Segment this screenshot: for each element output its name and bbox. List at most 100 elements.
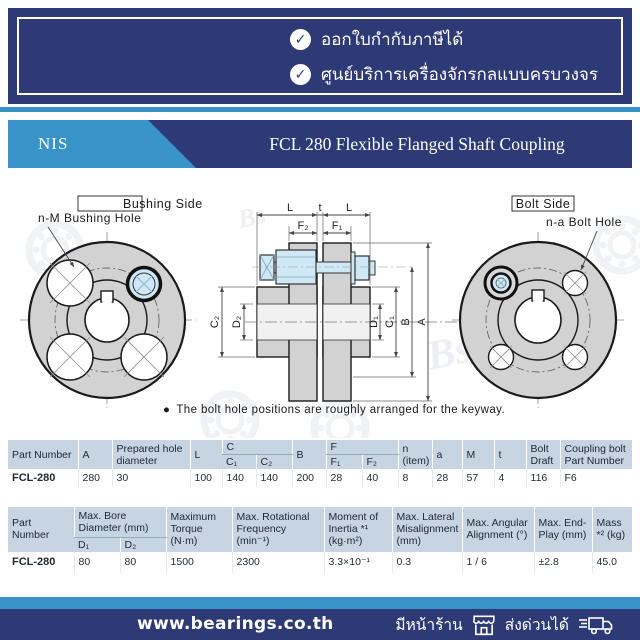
t2-h-part-number: Part Number [8, 507, 74, 552]
drawing-note: ● The bolt hole positions are roughly arr… [163, 404, 505, 416]
t1-cell-M: 57 [461, 469, 495, 488]
t2-h-max-rot: Max. Rotational Frequency (min⁻¹) [231, 507, 325, 552]
footer-bar: www.bearings.co.th มีหน้าร้าน ส่งด่วนได้ [0, 609, 640, 640]
t1-h-M: M [461, 440, 495, 470]
t2-h-endplay: Max. End-Play (mm) [533, 507, 593, 552]
t2-cell-lateral: 0.3 [391, 551, 463, 573]
t1-h-coupling-bolt: Coupling bolt Part Number [559, 440, 633, 470]
bolt-holes [487, 269, 589, 371]
dim-L-left: L [287, 202, 293, 214]
t1-cell-a: 28 [431, 469, 463, 488]
footer-website-link[interactable]: www.bearings.co.th [137, 614, 334, 634]
t1-h-C2: C₂ [255, 454, 292, 470]
t2-cell-angular: 1 / 6 [461, 551, 535, 573]
t1-h-F1: F₁ [325, 454, 362, 470]
accent-strip-bottom [0, 597, 640, 609]
t1-cell-t: 4 [493, 469, 527, 488]
banner-feature-text: ศูนย์บริการเครื่องจักรกลแบบครบวงจร [321, 64, 598, 85]
bushing-holes [46, 259, 168, 381]
right-flange-view: Bolt Side n-a Bolt Hole [452, 195, 624, 408]
t1-h-C-group: C [221, 440, 292, 456]
storefront-icon [472, 614, 495, 635]
t2-cell-endplay: ±2.8 [533, 551, 593, 573]
footer-store-label: มีหน้าร้าน [395, 616, 463, 634]
t2-cell-mass: 45.0 [591, 551, 633, 573]
dim-t: t [318, 202, 321, 214]
t2-cell-D1: 80 [73, 551, 120, 573]
bolt-hole-callout: n-a Bolt Hole [546, 215, 622, 229]
t1-h-F2: F₂ [361, 454, 399, 470]
dim-D1: D₁ [368, 316, 380, 328]
t2-h-mass: Mass *² (kg) [591, 507, 633, 552]
highlighted-bolt [483, 265, 519, 301]
t2-h-D2: D₂ [119, 537, 167, 552]
t1-cell-coupling-bolt: F6 [559, 469, 633, 488]
bushing-hole-callout: n-M Bushing Hole [38, 211, 141, 225]
t1-data-row: FCL-280 280 30 100 140 140 200 28 40 8 2… [8, 469, 633, 488]
svg-text:Bs: Bs [234, 200, 268, 234]
delivery-truck-icon [579, 616, 613, 634]
t2-cell-max-torque: 1500 [165, 551, 233, 573]
banner-feature-row: ✓ ศูนย์บริการเครื่องจักรกลแบบครบวงจร [290, 60, 598, 88]
t2-cell-part-number: FCL-280 [8, 551, 74, 573]
t1-h-A: A [77, 440, 112, 470]
t1-cell-L: 100 [189, 469, 222, 488]
t1-cell-B: 200 [291, 469, 326, 488]
dim-D2: D₂ [231, 316, 243, 328]
note-bullet-icon: ● [163, 404, 171, 416]
t1-cell-part-number: FCL-280 [8, 469, 78, 488]
t1-cell-A: 280 [77, 469, 112, 488]
dim-C1: C₁ [384, 316, 396, 328]
banner-feature-row: ✓ ออกใบกำกับภาษีได้ [290, 25, 598, 53]
t1-h-part-number: Part Number [8, 440, 78, 470]
left-flange-view: Bushing Side n-M Bushing Hole [20, 195, 202, 408]
t1-h-F-group: F [325, 440, 399, 456]
t1-h-L: L [189, 440, 222, 470]
banner-border [17, 17, 623, 95]
t1-h-prepared-hole: Prepared hole diameter [111, 440, 190, 470]
t1-cell-C2: 140 [255, 469, 292, 488]
dimension-labels: L t L F₂ F₁ C₂ D₂ D₁ C₁ B A [209, 202, 428, 328]
dim-A: A [416, 318, 428, 326]
t1-cell-F1: 28 [325, 469, 362, 488]
t1-h-n: n (item) [397, 440, 433, 470]
cross-section-view: L t L F₂ F₁ C₂ D₂ D₁ C₁ B A [209, 202, 462, 402]
dim-C2: C₂ [209, 316, 221, 328]
technical-drawing: Bs Bs [20, 195, 640, 438]
t1-h-bolt-draft: Bolt Draft [525, 440, 561, 470]
footer-delivery-label: ส่งด่วนได้ [504, 616, 569, 634]
brand-logo-text: NIS [38, 134, 69, 153]
dim-F1: F₁ [332, 220, 343, 232]
footer-services: มีหน้าร้าน ส่งด่วนได้ [395, 609, 614, 640]
t1-h-t: t [493, 440, 527, 470]
t1-cell-bolt-draft: 116 [525, 469, 561, 488]
header-band: NIS FCL 280 Flexible Flanged Shaft Coupl… [8, 120, 632, 168]
t1-h-C1: C₁ [222, 454, 256, 470]
top-banner: ✓ ออกใบกำกับภาษีได้ ✓ ศูนย์บริการเครื่อง… [8, 8, 632, 104]
t1-cell-F2: 40 [361, 469, 399, 488]
banner-feature-list: ✓ ออกใบกำกับภาษีได้ ✓ ศูนย์บริการเครื่อง… [290, 25, 598, 88]
highlighted-bushing-hole [125, 265, 163, 303]
header-band-right [148, 120, 632, 168]
accent-strip-top [0, 107, 640, 112]
t2-h-angular: Max. Angular Alignment (°) [461, 507, 535, 552]
dim-B: B [400, 318, 412, 325]
banner-feature-text: ออกใบกำกับภาษีได้ [321, 29, 464, 50]
t1-cell-n: 8 [397, 469, 433, 488]
bolt-side-label: Bolt Side [516, 197, 571, 211]
t1-h-B: B [291, 440, 326, 470]
t1-h-a: a [431, 440, 463, 470]
t2-h-lateral: Max. Lateral Misalignment (mm) [391, 507, 463, 552]
t2-h-max-bore-group: Max. Bore Diameter (mm) [73, 507, 167, 538]
note-text: The bolt hole positions are roughly arra… [176, 404, 506, 416]
check-icon: ✓ [290, 28, 311, 50]
t2-cell-D2: 80 [119, 551, 167, 573]
dimensions-table: Part Number A Prepared hole diameter L C… [8, 440, 633, 488]
t1-cell-prepared-hole: 30 [111, 469, 190, 488]
dim-F2: F₂ [298, 220, 309, 232]
t2-cell-inertia: 3.3×10⁻¹ [323, 551, 393, 573]
dim-L-right: L [346, 202, 352, 214]
page-title: FCL 280 Flexible Flanged Shaft Coupling [269, 134, 565, 154]
t2-h-max-torque: Maximum Torque (N·m) [165, 507, 233, 552]
